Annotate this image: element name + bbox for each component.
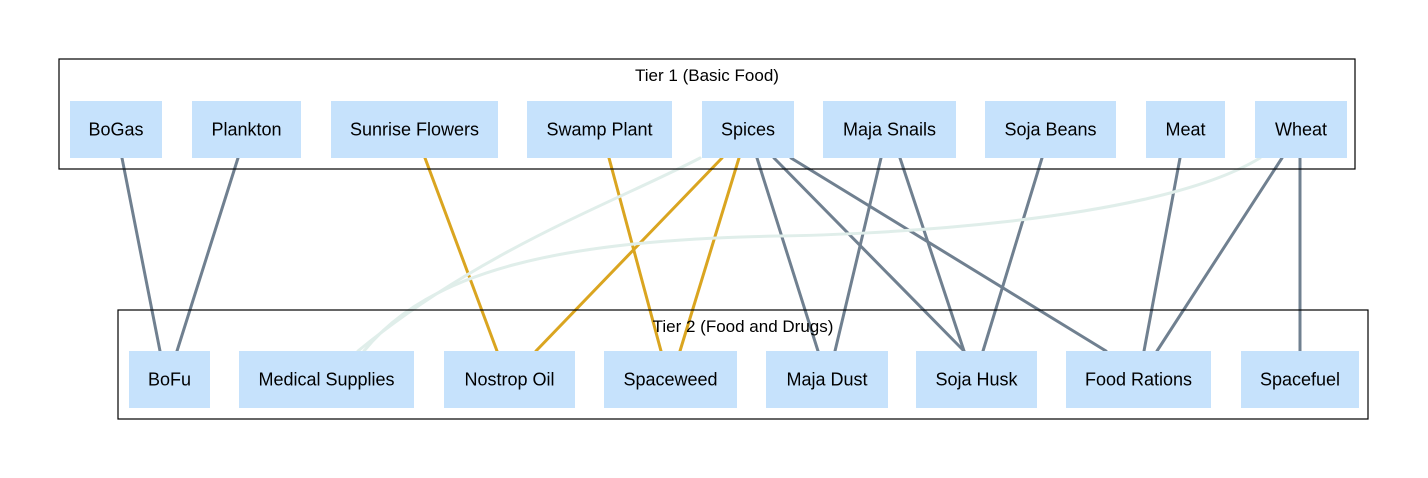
node-label: Plankton bbox=[211, 120, 281, 140]
edge-maja-snails-to-maja-dust bbox=[833, 156, 883, 353]
node-label: BoFu bbox=[148, 370, 191, 390]
node-spices: Spices bbox=[702, 101, 794, 158]
edge-soja-beans-to-soja-husk bbox=[981, 156, 1044, 353]
node-label: Meat bbox=[1165, 120, 1205, 140]
node-soja-husk: Soja Husk bbox=[916, 351, 1037, 408]
edge-spices-to-medical-supplies bbox=[356, 156, 702, 353]
node-spaceweed: Spaceweed bbox=[604, 351, 737, 408]
edge-wheat-to-food-rations bbox=[1155, 156, 1284, 353]
cluster-tier1-box bbox=[58, 58, 1356, 170]
edge-meat-to-food-rations bbox=[1142, 156, 1182, 353]
node-label: BoGas bbox=[88, 120, 143, 140]
edge-spices-to-nostrop-oil bbox=[534, 156, 724, 353]
node-box bbox=[1066, 351, 1211, 408]
node-maja-dust: Maja Dust bbox=[766, 351, 888, 408]
node-box bbox=[129, 351, 210, 408]
node-label: Swamp Plant bbox=[546, 120, 652, 140]
cluster-tier2-label: Tier 2 (Food and Drugs) bbox=[653, 317, 834, 336]
node-label: Spaceweed bbox=[623, 370, 717, 390]
node-label: Spices bbox=[721, 120, 775, 140]
node-bogas: BoGas bbox=[70, 101, 162, 158]
edges-layer bbox=[120, 156, 1302, 353]
node-box bbox=[192, 101, 301, 158]
node-box bbox=[766, 351, 888, 408]
node-box bbox=[1255, 101, 1347, 158]
node-soja-beans: Soja Beans bbox=[985, 101, 1116, 158]
node-swamp-plant: Swamp Plant bbox=[527, 101, 672, 158]
node-label: Soja Husk bbox=[935, 370, 1018, 390]
node-food-rations: Food Rations bbox=[1066, 351, 1211, 408]
edge-bogas-to-bofu bbox=[120, 156, 162, 353]
node-box bbox=[331, 101, 498, 158]
node-box bbox=[70, 101, 162, 158]
node-sunrise-flowers: Sunrise Flowers bbox=[331, 101, 498, 158]
node-box bbox=[702, 101, 794, 158]
node-bofu: BoFu bbox=[129, 351, 210, 408]
node-label: Medical Supplies bbox=[258, 370, 394, 390]
cluster-tier2-box bbox=[117, 309, 1369, 420]
node-box bbox=[823, 101, 956, 158]
node-label: Wheat bbox=[1275, 120, 1327, 140]
node-spacefuel: Spacefuel bbox=[1241, 351, 1359, 408]
node-box bbox=[985, 101, 1116, 158]
node-box bbox=[444, 351, 575, 408]
node-nostrop-oil: Nostrop Oil bbox=[444, 351, 575, 408]
node-wheat: Wheat bbox=[1255, 101, 1347, 158]
node-box bbox=[604, 351, 737, 408]
edge-maja-snails-to-soja-husk bbox=[898, 156, 966, 353]
node-box bbox=[527, 101, 672, 158]
edge-plankton-to-bofu bbox=[175, 156, 240, 353]
node-label: Maja Dust bbox=[786, 370, 867, 390]
node-medical-supplies: Medical Supplies bbox=[239, 351, 414, 408]
node-label: Soja Beans bbox=[1004, 120, 1096, 140]
node-box bbox=[1146, 101, 1225, 158]
node-label: Spacefuel bbox=[1260, 370, 1340, 390]
node-meat: Meat bbox=[1146, 101, 1225, 158]
edge-sunrise-flowers-to-nostrop-oil bbox=[423, 156, 499, 353]
cluster-tier1-label: Tier 1 (Basic Food) bbox=[635, 66, 779, 85]
edge-swamp-plant-to-spaceweed bbox=[607, 156, 663, 353]
edge-spices-to-maja-dust bbox=[755, 156, 820, 353]
edge-spices-to-soja-husk bbox=[772, 156, 966, 353]
node-label: Food Rations bbox=[1085, 370, 1192, 390]
node-plankton: Plankton bbox=[192, 101, 301, 158]
cluster-tier1: Tier 1 (Basic Food) bbox=[58, 58, 1356, 170]
edge-spices-to-spaceweed bbox=[678, 156, 741, 353]
node-box bbox=[239, 351, 414, 408]
node-label: Nostrop Oil bbox=[464, 370, 554, 390]
node-box bbox=[1241, 351, 1359, 408]
node-box bbox=[916, 351, 1037, 408]
cluster-tier2: Tier 2 (Food and Drugs) bbox=[117, 309, 1369, 420]
edge-wheat-to-medical-supplies bbox=[362, 156, 1262, 353]
edge-spices-to-food-rations bbox=[789, 156, 1108, 353]
node-maja-snails: Maja Snails bbox=[823, 101, 956, 158]
node-label: Sunrise Flowers bbox=[350, 120, 479, 140]
node-label: Maja Snails bbox=[843, 120, 936, 140]
